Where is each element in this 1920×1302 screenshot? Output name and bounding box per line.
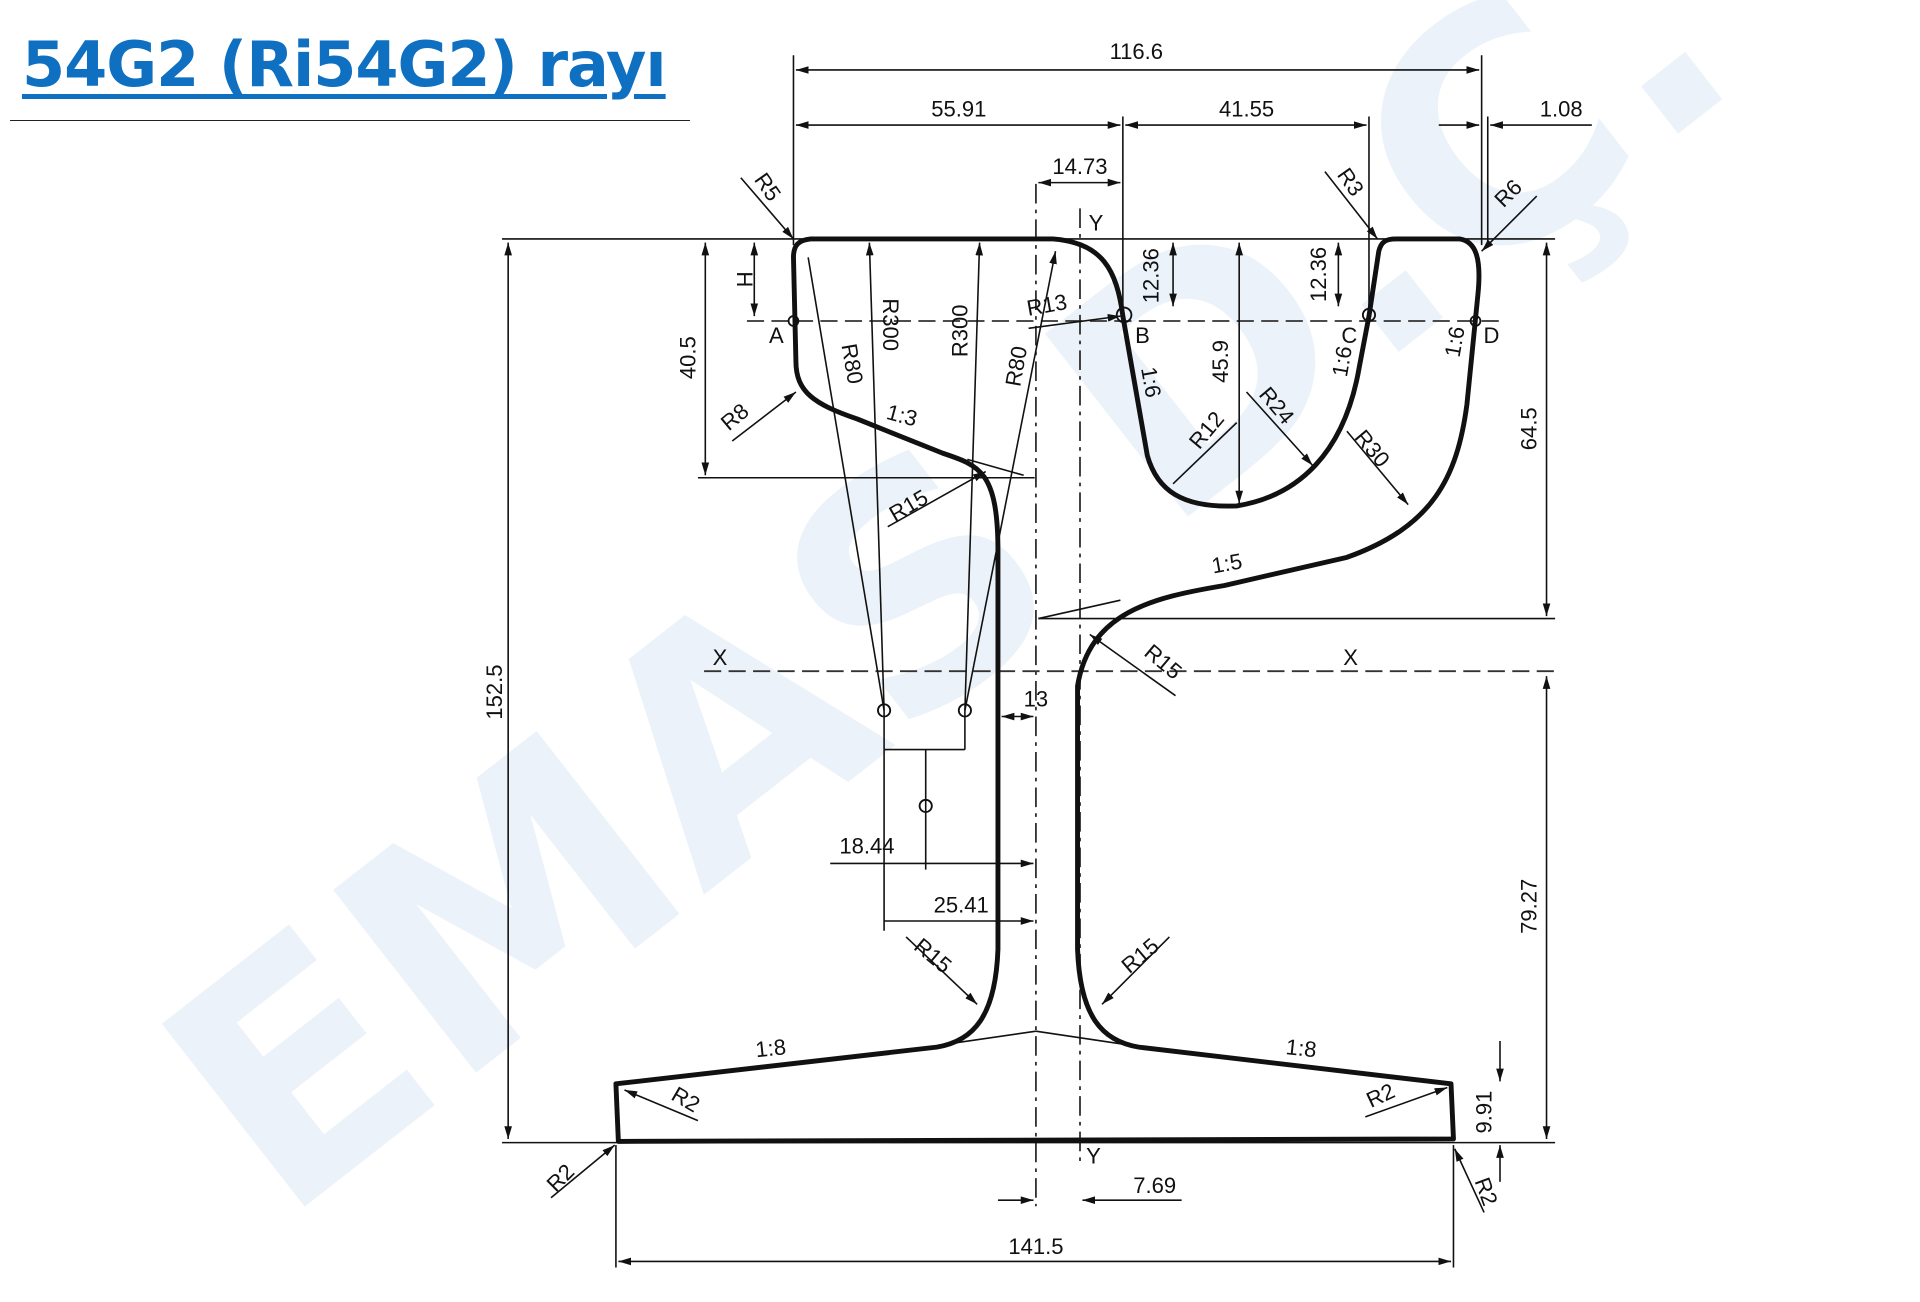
label-r2-bottom-left: R2 bbox=[542, 1159, 580, 1197]
dim-14-73: 14.73 bbox=[1052, 154, 1107, 179]
label-r15-web-left: R15 bbox=[909, 933, 956, 978]
label-slope-1-8-left: 1:8 bbox=[754, 1034, 787, 1062]
label-point-d: D bbox=[1483, 323, 1499, 348]
watermark: EMAS D.Ç. bbox=[100, 0, 1795, 1285]
dim-41-55: 41.55 bbox=[1219, 97, 1274, 122]
label-r300-left: R300 bbox=[878, 298, 903, 351]
dim-25-41: 25.41 bbox=[934, 892, 989, 917]
label-r80-left: R80 bbox=[836, 342, 868, 386]
label-r5: R5 bbox=[749, 168, 786, 205]
label-slope-d: 1:6 bbox=[1440, 324, 1470, 359]
dim-1-08: 1.08 bbox=[1540, 97, 1583, 122]
dim-116-6: 116.6 bbox=[1110, 39, 1164, 64]
label-r2-bottom-right: R2 bbox=[1470, 1174, 1503, 1209]
reference-points bbox=[787, 306, 1482, 813]
dim-13: 13 bbox=[1024, 687, 1049, 712]
label-slope-1-8-right: 1:8 bbox=[1285, 1034, 1318, 1062]
rail-profile-outline bbox=[613, 236, 1482, 1144]
dim-7-69: 7.69 bbox=[1133, 1173, 1176, 1198]
dim-40-5: 40.5 bbox=[676, 336, 701, 379]
label-x-left: X bbox=[713, 645, 728, 670]
label-slope-b: 1:6 bbox=[1136, 365, 1166, 400]
dim-12-36-b: 12.36 bbox=[1138, 248, 1163, 303]
dim-55-91: 55.91 bbox=[931, 97, 986, 122]
page-title: 54G2 (Ri54G2) rayı bbox=[22, 28, 667, 101]
dim-9-91: 9.91 bbox=[1471, 1091, 1496, 1134]
label-point-b: B bbox=[1135, 323, 1150, 348]
dim-79-27: 79.27 bbox=[1517, 879, 1542, 934]
label-y-top: Y bbox=[1089, 210, 1104, 235]
dim-141-5: 141.5 bbox=[1008, 1234, 1063, 1259]
label-x-right: X bbox=[1343, 645, 1358, 670]
label-r8: R8 bbox=[716, 398, 754, 435]
dim-64-5: 64.5 bbox=[1517, 407, 1542, 450]
dim-152-5: 152.5 bbox=[482, 664, 507, 719]
title-underline-rule bbox=[10, 120, 690, 121]
label-point-a: A bbox=[769, 323, 784, 348]
label-point-c: C bbox=[1341, 323, 1357, 348]
label-slope-1-5: 1:5 bbox=[1210, 548, 1245, 578]
label-h: H bbox=[732, 271, 757, 287]
radius-construction-lines bbox=[550, 171, 1538, 1213]
label-r2-top-left: R2 bbox=[667, 1082, 704, 1118]
label-r15-web-right: R15 bbox=[1117, 933, 1164, 978]
dimension-labels: 116.6 55.91 41.55 1.08 14.73 R5 R3 R6 Y … bbox=[482, 39, 1583, 1259]
label-y-bottom: Y bbox=[1086, 1143, 1101, 1168]
dim-18-44: 18.44 bbox=[839, 834, 894, 859]
label-r15-web-top: R15 bbox=[1140, 639, 1187, 684]
dim-12-36-c: 12.36 bbox=[1306, 247, 1331, 302]
label-slope-c: 1:6 bbox=[1327, 344, 1357, 379]
dim-45-9: 45.9 bbox=[1208, 340, 1233, 383]
label-r300-right: R300 bbox=[947, 304, 972, 357]
